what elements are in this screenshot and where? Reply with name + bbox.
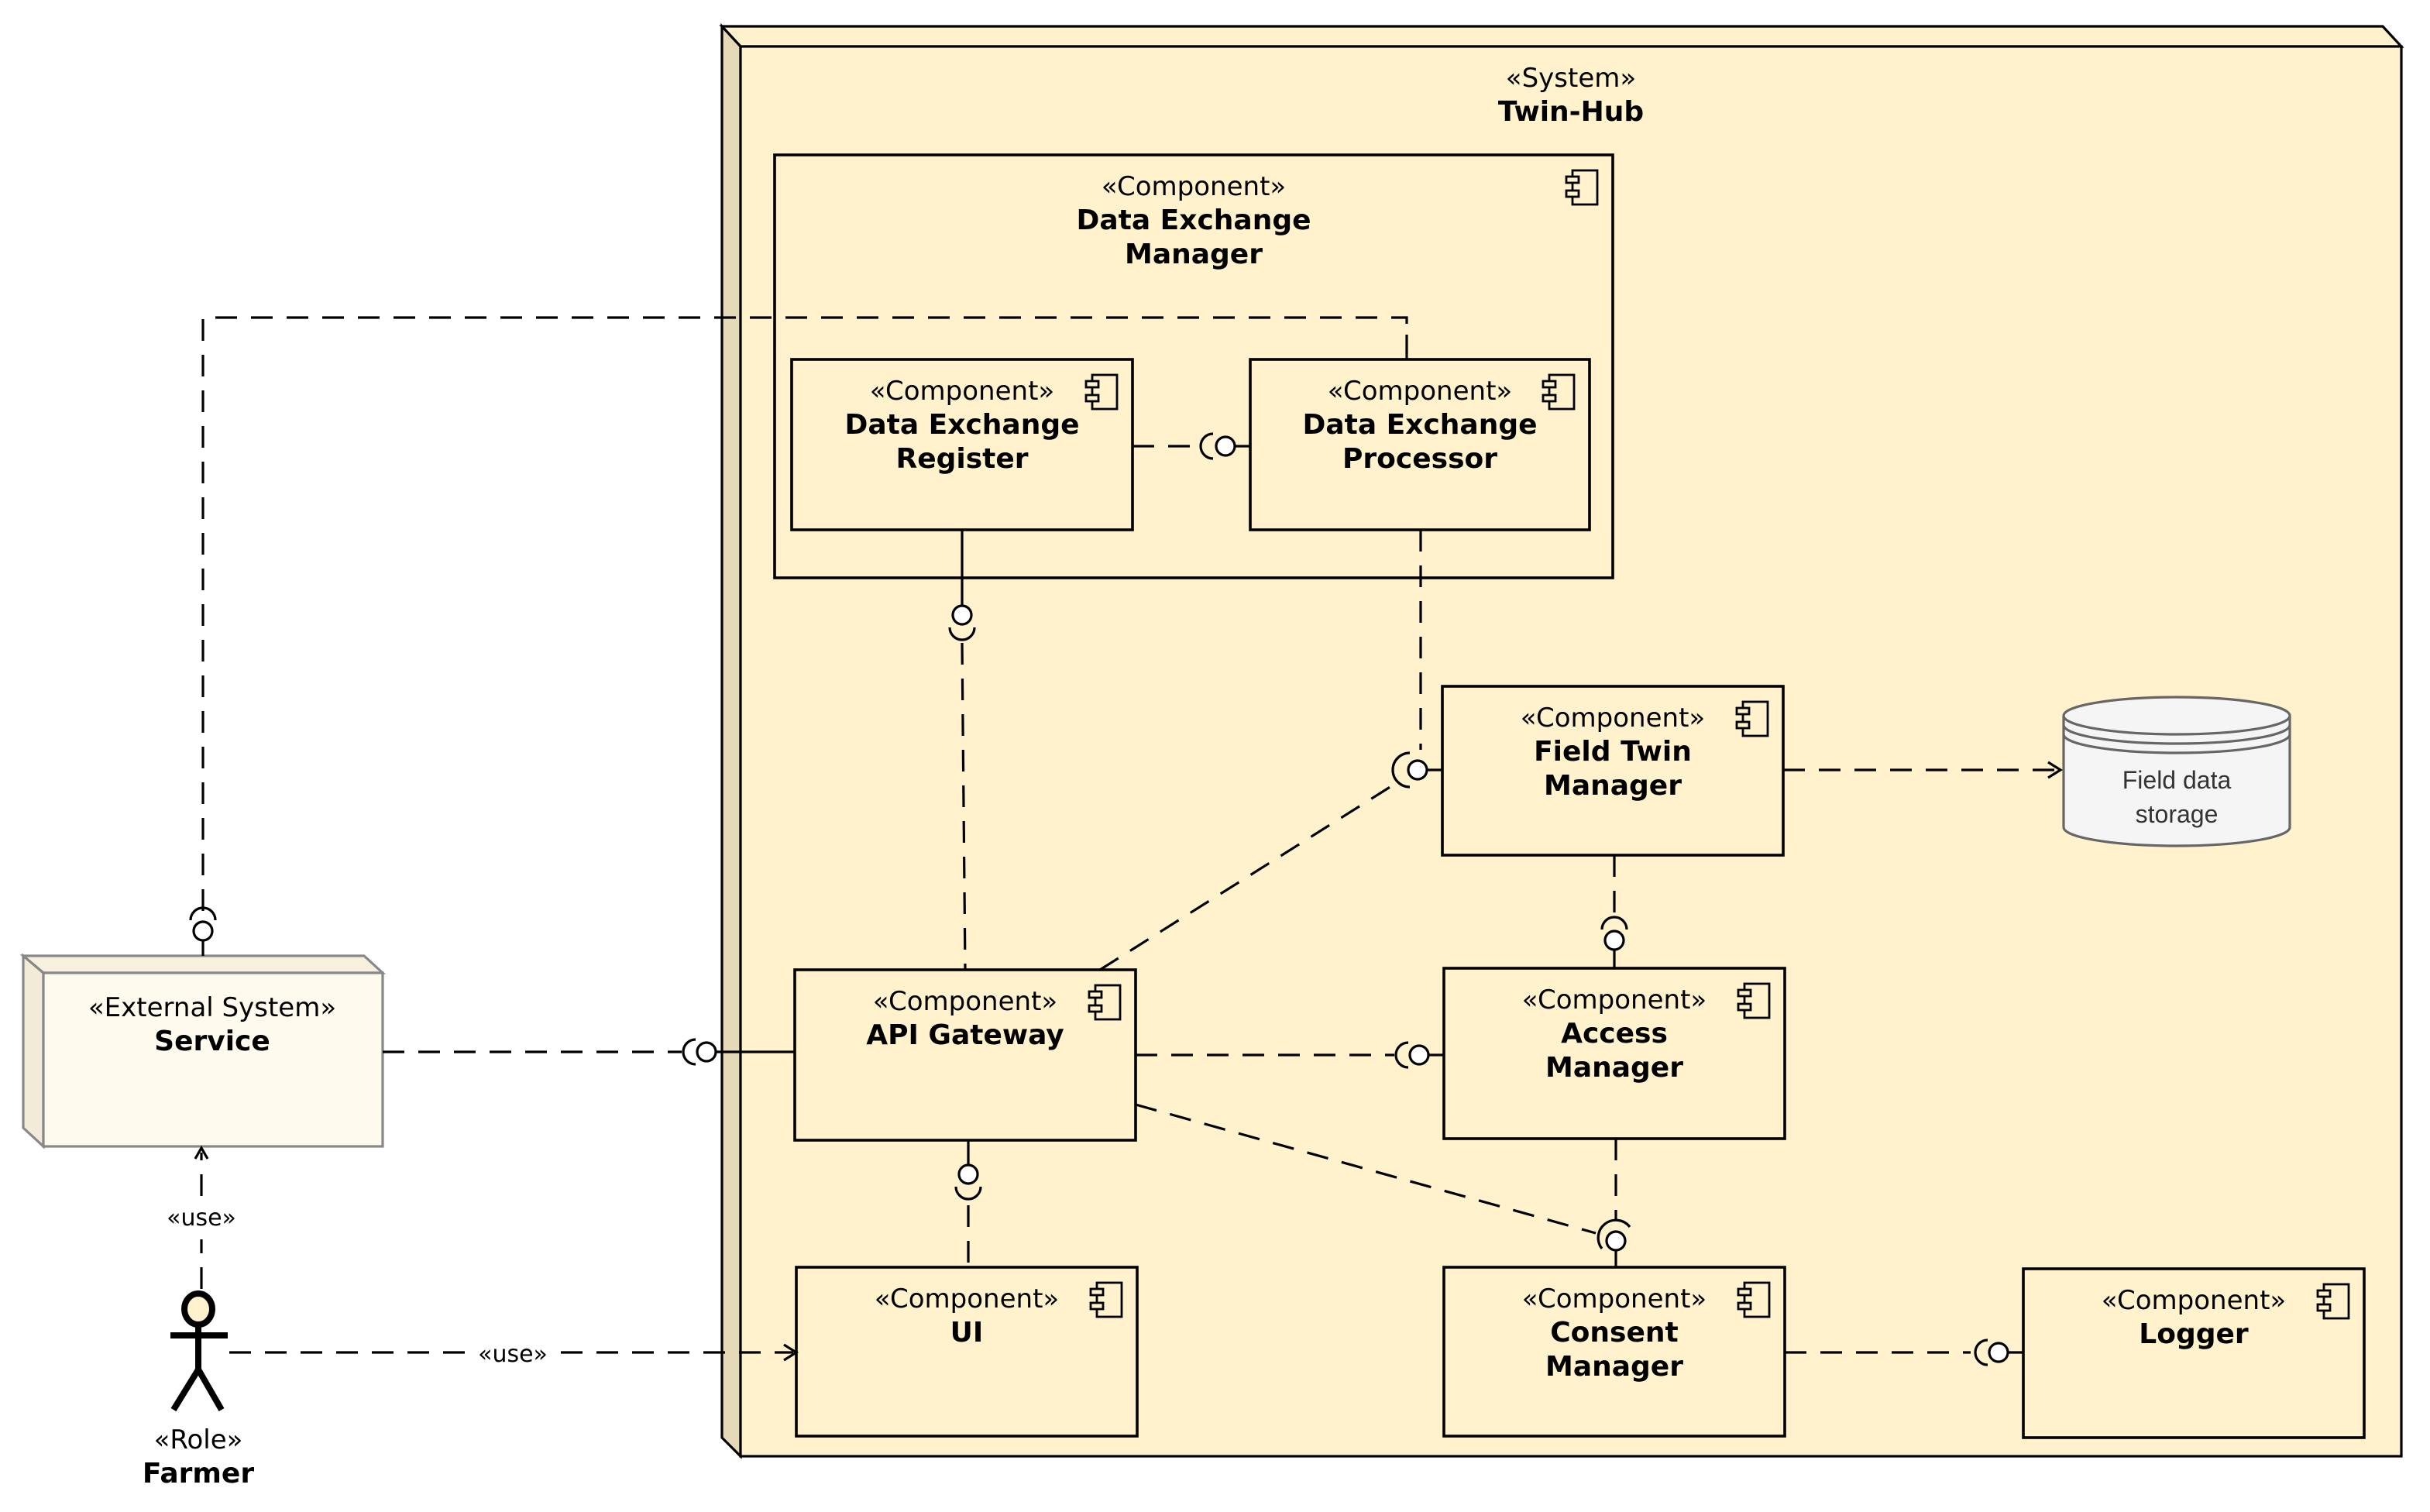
component-icon [1084, 373, 1119, 411]
external-system-service[interactable]: «External System» Service [19, 953, 387, 1149]
component-stereotype: «Component» [2102, 1285, 2286, 1316]
component-name: Manager [1544, 770, 1682, 802]
external-stereotype: «External System» [88, 992, 336, 1023]
actor-stereotype: «Role» [154, 1424, 243, 1455]
component-stereotype: «Component» [1522, 1283, 1706, 1314]
use-label-ui: «use» [478, 1341, 548, 1368]
component-name: Data Exchange [1302, 409, 1537, 441]
component-icon [1089, 1281, 1123, 1318]
storage-label-line2: storage [2136, 800, 2219, 828]
storage-label-line1: Field data [2122, 766, 2232, 794]
component-ui[interactable]: «Component»UI [795, 1266, 1139, 1438]
component-api[interactable]: «Component»API Gateway [793, 968, 1137, 1142]
component-name: Data Exchange [844, 409, 1079, 441]
component-icon [1565, 169, 1599, 206]
component-name: UI [950, 1317, 984, 1349]
component-name: Field Twin [1534, 736, 1692, 768]
component-log[interactable]: «Component»Logger [2022, 1267, 2366, 1439]
component-stereotype: «Component» [1328, 376, 1512, 407]
stick-figure-icon [170, 1290, 228, 1412]
component-name: Manager [1545, 1351, 1683, 1383]
component-stereotype: «Component» [1102, 171, 1286, 202]
use-label-service: «use» [167, 1204, 236, 1232]
component-stereotype: «Component» [1521, 703, 1705, 734]
component-stereotype: «Component» [875, 1283, 1059, 1314]
actor-farmer[interactable]: «Role» Farmer [143, 1290, 254, 1490]
component-name: Data Exchange [1076, 204, 1311, 236]
service-interface-ball [192, 920, 214, 942]
component-stereotype: «Component» [1522, 985, 1706, 1015]
system-name: Twin-Hub [1498, 96, 1644, 128]
component-name: Access [1561, 1018, 1668, 1050]
component-icon [2316, 1283, 2350, 1320]
component-name: Processor [1342, 443, 1497, 475]
component-icon [1737, 982, 1771, 1019]
component-name: Manager [1545, 1052, 1683, 1084]
component-name: Consent [1550, 1317, 1678, 1349]
field-data-storage[interactable]: Field data storage [2062, 696, 2291, 847]
component-icon [1737, 1281, 1771, 1318]
system-stereotype: «System» [1506, 63, 1636, 94]
component-icon [1735, 700, 1769, 737]
connectors: «use» «use» [167, 316, 2064, 1368]
external-name: Service [154, 1026, 270, 1057]
actor-name: Farmer [143, 1458, 254, 1490]
component-icon [1542, 373, 1576, 411]
component-name: Logger [2139, 1318, 2249, 1350]
component-stereotype: «Component» [873, 986, 1057, 1017]
component-name: API Gateway [866, 1019, 1064, 1051]
component-name: Manager [1125, 239, 1263, 270]
component-stereotype: «Component» [870, 376, 1054, 407]
component-icon [1088, 984, 1122, 1021]
service-dep-connector [201, 316, 1408, 911]
component-name: Register [895, 443, 1028, 475]
